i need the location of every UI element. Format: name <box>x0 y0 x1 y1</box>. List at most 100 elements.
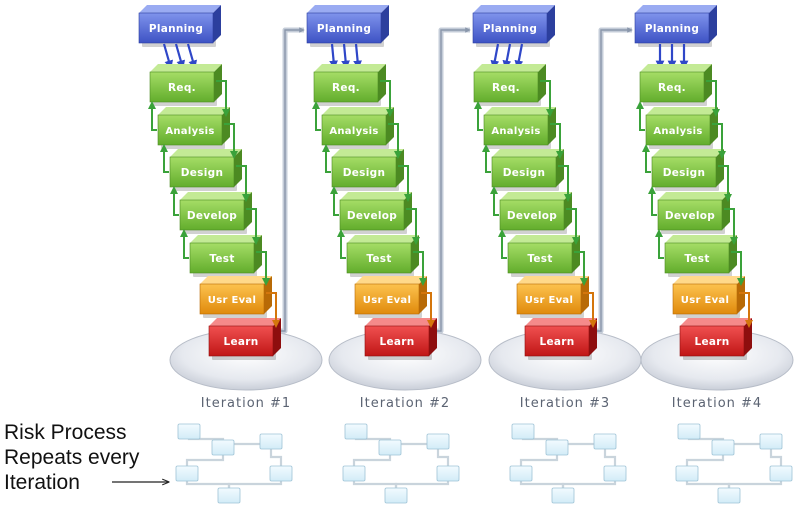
stage-label-planning: Planning <box>149 23 203 35</box>
stage-label-planning: Planning <box>317 23 371 35</box>
iteration-stack-1: PlanningReq.AnalysisDesignDevelopTestUsr… <box>138 5 281 360</box>
risk-step-box <box>769 465 793 482</box>
stage-block-analysis-iteration-1: Analysis <box>157 107 230 149</box>
planning-flow-arrow <box>353 43 362 70</box>
risk-step-box <box>717 487 741 504</box>
stage-block-req-iteration-2: Req. <box>313 64 386 106</box>
planning-flow-arrow <box>514 43 524 70</box>
risk-step-box <box>269 465 293 482</box>
stage-label-test: Test <box>684 253 709 265</box>
forward-flow-arrow <box>256 251 270 286</box>
stage-label-analysis: Analysis <box>329 126 378 137</box>
forward-flow-arrow <box>224 123 238 159</box>
stage-label-learn: Learn <box>379 336 414 348</box>
forward-flow-arrow <box>558 165 572 202</box>
stage-label-test: Test <box>209 253 234 265</box>
stage-label-design: Design <box>503 167 545 179</box>
forward-flow-arrow <box>413 251 427 286</box>
feedback-flow-arrow <box>482 144 491 173</box>
feedback-flow-arrow <box>498 229 507 259</box>
stage-label-planning: Planning <box>645 23 699 35</box>
forward-flow-arrow <box>550 123 564 159</box>
stage-label-develop: Develop <box>665 210 715 222</box>
risk-step-box <box>511 423 535 440</box>
risk-cycle-3 <box>509 423 627 504</box>
forward-flow-arrow <box>388 123 402 159</box>
forward-flow-arrow <box>236 165 250 202</box>
stage-label-learn: Learn <box>539 336 574 348</box>
risk-step-box <box>426 433 450 450</box>
stage-label-usr-eval: Usr Eval <box>208 295 256 306</box>
stage-label-test: Test <box>527 253 552 265</box>
stage-label-usr-eval: Usr Eval <box>681 295 729 306</box>
stage-block-analysis-iteration-2: Analysis <box>321 107 394 149</box>
risk-step-box <box>342 465 366 482</box>
forward-flow-arrow <box>406 208 420 245</box>
stage-block-test-iteration-1: Test <box>189 235 262 277</box>
feedback-flow-arrow <box>180 229 189 259</box>
stage-block-planning-iteration-1: Planning <box>138 5 221 47</box>
stage-block-learn-iteration-3: Learn <box>524 318 597 360</box>
feedback-flow-arrow <box>636 101 645 131</box>
forward-flow-arrow <box>266 292 280 328</box>
stage-block-req-iteration-4: Req. <box>639 64 712 106</box>
risk-step-box <box>603 465 627 482</box>
iteration-label-4: Iteration #4 <box>672 396 762 411</box>
stage-block-planning-iteration-3: Planning <box>472 5 555 47</box>
risk-cycle-2 <box>342 423 460 504</box>
stage-label-develop: Develop <box>347 210 397 222</box>
feedback-flow-arrow <box>648 186 657 216</box>
forward-flow-arrow <box>421 292 435 328</box>
risk-step-box <box>509 465 533 482</box>
stage-block-usr-eval-iteration-2: Usr Eval <box>354 276 427 318</box>
stage-label-design: Design <box>343 167 385 179</box>
forward-flow-arrow <box>712 123 726 159</box>
forward-flow-arrow <box>566 208 580 245</box>
planning-flow-arrow <box>329 43 338 70</box>
stage-block-usr-eval-iteration-1: Usr Eval <box>199 276 272 318</box>
stage-label-req: Req. <box>168 82 196 94</box>
stage-label-req: Req. <box>332 82 360 94</box>
risk-step-box <box>545 439 569 456</box>
stage-block-analysis-iteration-3: Analysis <box>483 107 556 149</box>
planning-flow-arrow <box>341 43 350 70</box>
stage-block-design-iteration-4: Design <box>651 149 724 191</box>
planning-flow-arrow <box>502 43 512 70</box>
stage-block-planning-iteration-4: Planning <box>634 5 717 47</box>
stage-label-planning: Planning <box>483 23 537 35</box>
risk-note-line-3: Iteration <box>4 471 80 494</box>
forward-flow-arrow <box>718 165 732 202</box>
risk-step-box <box>344 423 368 440</box>
planning-flow-arrow <box>174 43 186 70</box>
stage-label-analysis: Analysis <box>165 126 214 137</box>
stage-block-develop-iteration-4: Develop <box>657 192 730 234</box>
risk-step-box <box>384 487 408 504</box>
stage-block-req-iteration-1: Req. <box>149 64 222 106</box>
iteration-label-2: Iteration #2 <box>360 396 450 411</box>
iteration-label-3: Iteration #3 <box>520 396 610 411</box>
iteration-connector-3-to-4 <box>597 27 632 334</box>
planning-flow-arrow <box>186 43 198 70</box>
feedback-flow-arrow <box>148 101 157 131</box>
risk-step-box <box>217 487 241 504</box>
stage-block-planning-iteration-2: Planning <box>306 5 389 47</box>
feedback-flow-arrow <box>170 186 179 216</box>
risk-cycle-1 <box>175 423 293 504</box>
forward-flow-arrow <box>398 165 412 202</box>
stage-label-design: Design <box>663 167 705 179</box>
feedback-flow-arrow <box>474 101 483 131</box>
stage-block-develop-iteration-2: Develop <box>339 192 412 234</box>
stage-block-test-iteration-2: Test <box>346 235 419 277</box>
feedback-flow-arrow <box>337 229 346 259</box>
iteration-connector-2-to-3 <box>437 27 470 334</box>
stage-label-req: Req. <box>492 82 520 94</box>
stage-block-design-iteration-2: Design <box>331 149 404 191</box>
feedback-flow-arrow <box>312 101 321 131</box>
forward-flow-arrow <box>724 208 738 245</box>
feedback-flow-arrow <box>330 186 339 216</box>
stage-block-usr-eval-iteration-3: Usr Eval <box>516 276 589 318</box>
feedback-flow-arrow <box>322 144 331 173</box>
forward-flow-arrow <box>706 80 720 117</box>
stage-label-analysis: Analysis <box>653 126 702 137</box>
